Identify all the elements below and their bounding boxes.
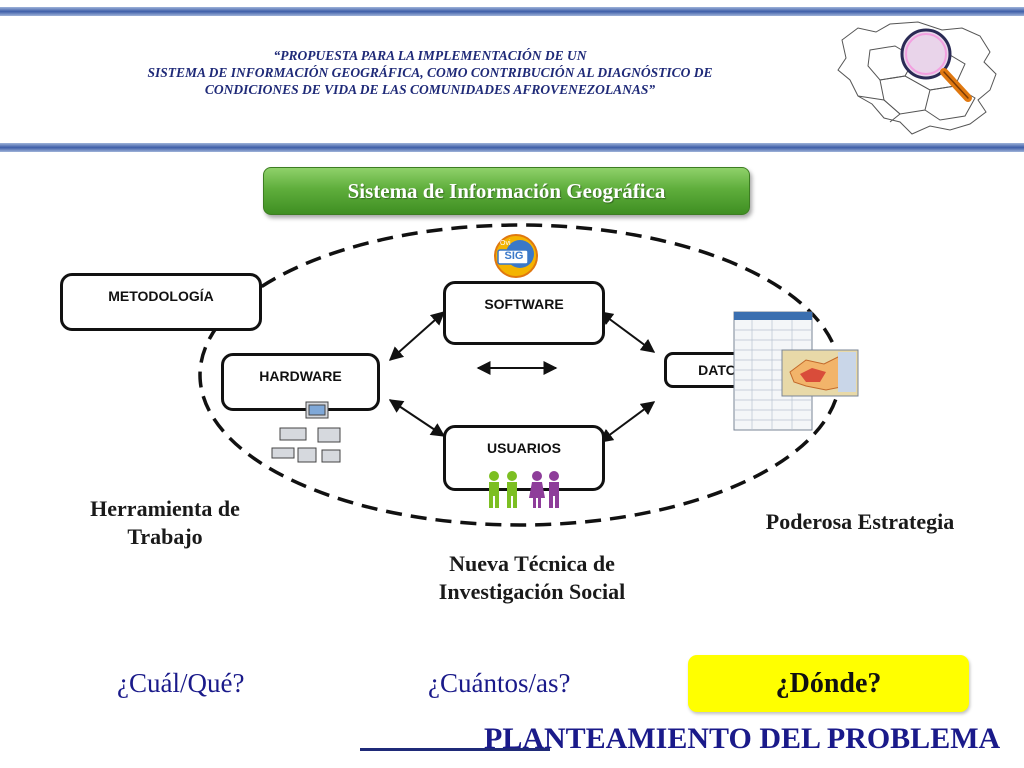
arrow-hardware-software: [388, 311, 446, 361]
node-metodologia-label: METODOLOGÍA: [108, 288, 214, 304]
node-usuarios: USUARIOS: [443, 425, 605, 491]
arrow-usuarios-datos: [598, 401, 656, 443]
footer-title: PLANTEAMIENTO DEL PROBLEMA: [484, 722, 1001, 755]
caption-herramienta-line-1: Herramienta de: [90, 496, 240, 521]
caption-nueva-tecnica: Nueva Técnica de Investigación Social: [382, 550, 682, 606]
caption-nueva-line-1: Nueva Técnica de: [449, 551, 615, 576]
footer-rule: [360, 748, 550, 751]
sig-banner: Sistema de Información Geográfica: [263, 167, 750, 215]
header-bottom-rule: [0, 143, 1024, 152]
question-cual: ¿Cuál/Qué?: [117, 668, 245, 698]
title-line-1: “PROPUESTA PARA LA IMPLEMENTACIÓN DE UN: [273, 48, 587, 63]
caption-nueva-line-2: Investigación Social: [438, 579, 626, 604]
caption-herramienta-line-2: Trabajo: [127, 524, 203, 549]
node-software-label: SOFTWARE: [484, 296, 564, 312]
question-cuantos: ¿Cuántos/as?: [428, 668, 571, 698]
caption-herramienta: Herramienta de Trabajo: [50, 495, 280, 551]
node-software: SOFTWARE: [443, 281, 605, 345]
question-donde-highlight: ¿Dónde?: [688, 655, 969, 712]
node-usuarios-label: USUARIOS: [487, 440, 561, 456]
title-line-3: CONDICIONES DE VIDA DE LAS COMUNIDADES A…: [204, 82, 656, 97]
node-datos: DATOS: [664, 352, 780, 388]
node-datos-label: DATOS: [698, 362, 746, 378]
sig-logo-text: SIG: [504, 250, 524, 262]
title-line-2: SISTEMA DE INFORMACIÓN GEOGRÁFICA, COMO …: [147, 65, 713, 80]
caption-poderosa: Poderosa Estrategia: [765, 509, 955, 534]
header-top-rule: [0, 7, 1024, 16]
sig-logo-small-text: Ovi: [500, 240, 511, 247]
node-metodologia: METODOLOGÍA: [60, 273, 262, 331]
node-hardware: HARDWARE: [221, 353, 380, 411]
arrow-hardware-usuarios: [388, 399, 446, 437]
document-title: “PROPUESTA PARA LA IMPLEMENTACIÓN DE UN …: [40, 47, 820, 98]
arrow-software-datos: [598, 311, 656, 353]
node-hardware-label: HARDWARE: [259, 368, 342, 384]
question-donde: ¿Dónde?: [775, 667, 882, 699]
